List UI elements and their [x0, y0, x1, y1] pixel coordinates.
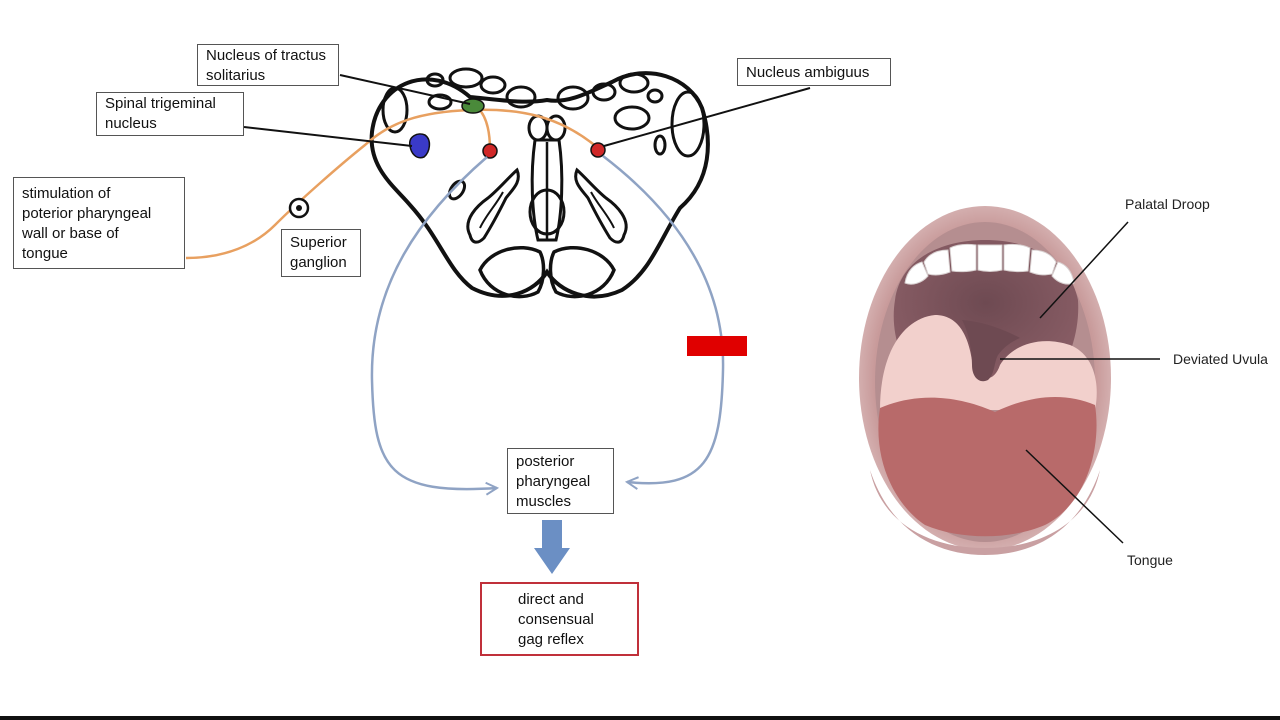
spinal-trigeminal-nucleus-label: Spinal trigeminal nucleus [96, 92, 244, 136]
right-efferent-pathway [602, 155, 725, 483]
nucleus-ambiguus-label: Nucleus ambiguus [737, 58, 891, 86]
nucleus-tractus-solitarius-label: Nucleus of tractus solitarius [197, 44, 339, 86]
tongue-leader-line [1025, 449, 1124, 544]
bottom-border [0, 716, 1280, 720]
tongue [878, 396, 1097, 537]
nts-leader-line [339, 74, 471, 105]
posterior-pharyngeal-muscles-label: posterior pharyngeal muscles [507, 448, 614, 514]
down-arrow-icon [534, 520, 570, 574]
trigeminal-leader-line [243, 126, 413, 147]
stimulation-label: stimulation of poterior pharyngeal wall … [13, 177, 185, 269]
spinal-trigeminal-nucleus-marker [409, 133, 431, 159]
uvula [962, 320, 1020, 382]
lesion-marker [687, 336, 747, 356]
palatal-leader-line [1039, 221, 1129, 319]
left-nucleus-ambiguus-marker [482, 143, 498, 159]
superior-ganglion-label: Superior ganglion [281, 229, 361, 277]
deviated-uvula-label: Deviated Uvula [1173, 351, 1268, 367]
upper-teeth [904, 243, 1075, 285]
tongue-label: Tongue [1127, 552, 1173, 568]
right-nucleus-ambiguus-marker [590, 142, 606, 158]
nucleus-tractus-solitarius-marker [461, 98, 485, 114]
mouth-illustration [859, 206, 1160, 555]
ambiguus-leader-line [603, 87, 811, 147]
afferent-pathway [185, 108, 599, 260]
gag-reflex-label: direct and consensual gag reflex [480, 582, 639, 656]
left-efferent-pathway [370, 156, 497, 489]
palatal-droop-label: Palatal Droop [1125, 196, 1210, 212]
medulla-outline [369, 71, 710, 299]
medulla-cross-section [369, 67, 710, 299]
